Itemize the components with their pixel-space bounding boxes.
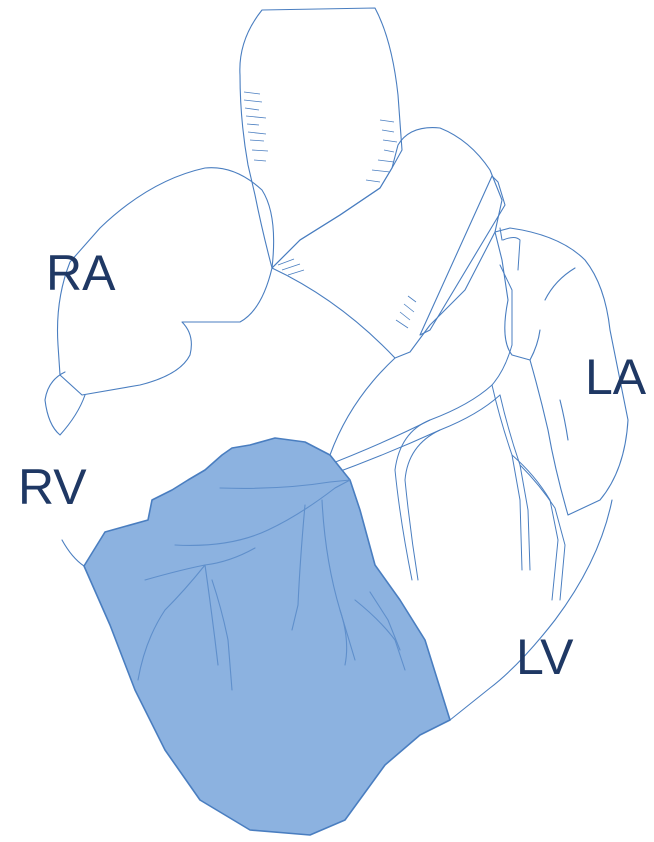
right-heart-border: [62, 540, 84, 566]
label-lv: LV: [516, 632, 573, 682]
pulmonary-hatching: [396, 296, 416, 328]
pulmonary-trunk-outline: [272, 128, 502, 358]
label-ra: RA: [46, 248, 115, 298]
label-rv: RV: [18, 462, 87, 512]
left-atrium-inner: [530, 268, 575, 440]
aorta-outline: [240, 8, 402, 268]
right-atrium-lobe: [45, 372, 85, 435]
label-la: LA: [585, 352, 646, 402]
pulmonary-artery-branch: [420, 176, 505, 335]
